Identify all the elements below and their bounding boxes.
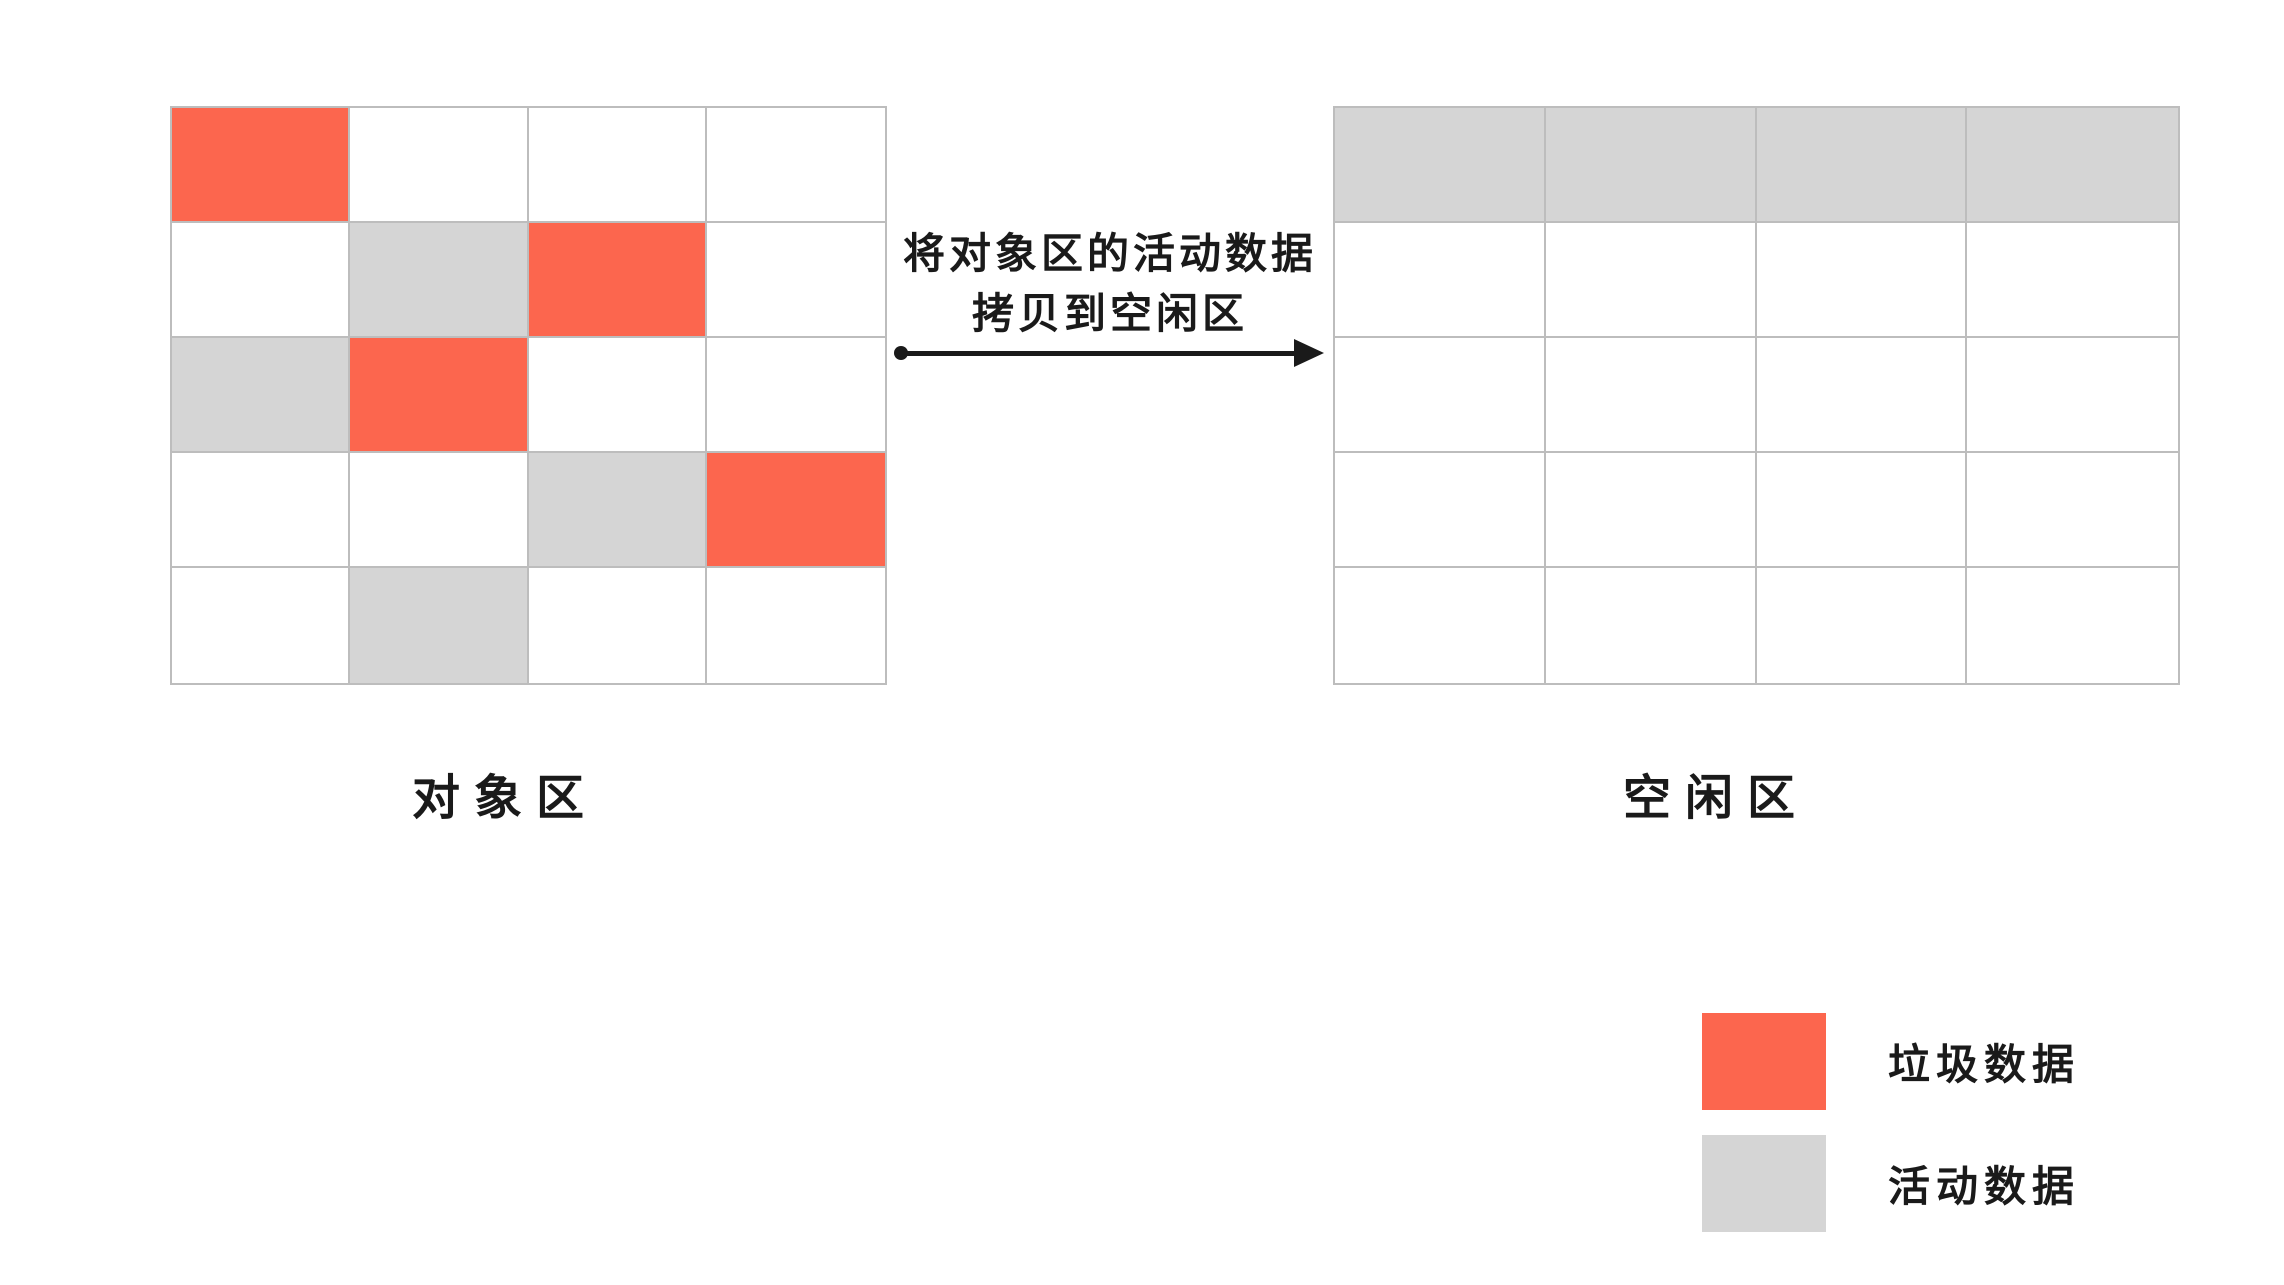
memory-cell-empty	[528, 568, 707, 683]
arrow-caption: 将对象区的活动数据 拷贝到空闲区	[887, 224, 1333, 344]
memory-cell-live	[172, 338, 351, 453]
object-area-label: 对象区	[411, 772, 599, 825]
arrow-caption-line2: 拷贝到空闲区	[971, 290, 1248, 337]
garbage-color-swatch	[1702, 1013, 1826, 1110]
memory-cell-garbage	[350, 338, 529, 453]
copy-arrow	[894, 339, 1324, 367]
legend-label-garbage: 垃圾数据	[1888, 1041, 2081, 1088]
memory-cell-empty	[1335, 338, 1546, 453]
memory-cell-live	[1756, 108, 1968, 223]
legend: 垃圾数据 活动数据	[1702, 1013, 2080, 1257]
memory-cell-empty	[1335, 453, 1546, 568]
memory-cell-empty	[1756, 223, 1968, 338]
memory-cell-empty	[706, 568, 885, 683]
memory-cell-empty	[528, 338, 707, 453]
memory-cell-empty	[706, 223, 885, 338]
legend-item-live: 活动数据	[1702, 1135, 2080, 1232]
arrow-line	[906, 350, 1296, 356]
memory-cell-empty	[1545, 223, 1757, 338]
memory-cell-live	[1335, 108, 1546, 223]
memory-cell-empty	[1967, 223, 2178, 338]
object-area-grid	[170, 106, 887, 685]
arrow-start-dot	[894, 346, 908, 360]
legend-item-garbage: 垃圾数据	[1702, 1013, 2080, 1110]
arrow-caption-line1: 将对象区的活动数据	[902, 230, 1317, 277]
memory-cell-empty	[1756, 453, 1968, 568]
memory-cell-empty	[350, 453, 529, 568]
free-area-grid	[1333, 106, 2180, 685]
memory-cell-empty	[706, 338, 885, 453]
live-color-swatch	[1702, 1135, 1826, 1232]
memory-cell-live	[350, 568, 529, 683]
memory-cell-empty	[1545, 568, 1757, 683]
free-area-label: 空闲区	[1622, 772, 1810, 825]
memory-cell-empty	[1967, 568, 2178, 683]
memory-cell-empty	[1545, 453, 1757, 568]
memory-cell-empty	[1756, 338, 1968, 453]
memory-cell-empty	[706, 108, 885, 223]
memory-cell-garbage	[706, 453, 885, 568]
memory-cell-empty	[1756, 568, 1968, 683]
memory-cell-garbage	[528, 223, 707, 338]
memory-cell-empty	[172, 453, 351, 568]
arrow-head-icon	[1294, 339, 1324, 367]
memory-cell-empty	[350, 108, 529, 223]
memory-cell-empty	[1967, 338, 2178, 453]
memory-cell-empty	[1335, 223, 1546, 338]
memory-cell-empty	[1545, 338, 1757, 453]
memory-cell-live	[528, 453, 707, 568]
memory-cell-empty	[1335, 568, 1546, 683]
memory-cell-live	[350, 223, 529, 338]
memory-cell-live	[1967, 108, 2178, 223]
legend-label-live: 活动数据	[1888, 1163, 2081, 1210]
memory-cell-live	[1545, 108, 1757, 223]
memory-cell-empty	[528, 108, 707, 223]
memory-cell-empty	[172, 223, 351, 338]
memory-cell-empty	[172, 568, 351, 683]
memory-cell-empty	[1967, 453, 2178, 568]
memory-cell-garbage	[172, 108, 351, 223]
